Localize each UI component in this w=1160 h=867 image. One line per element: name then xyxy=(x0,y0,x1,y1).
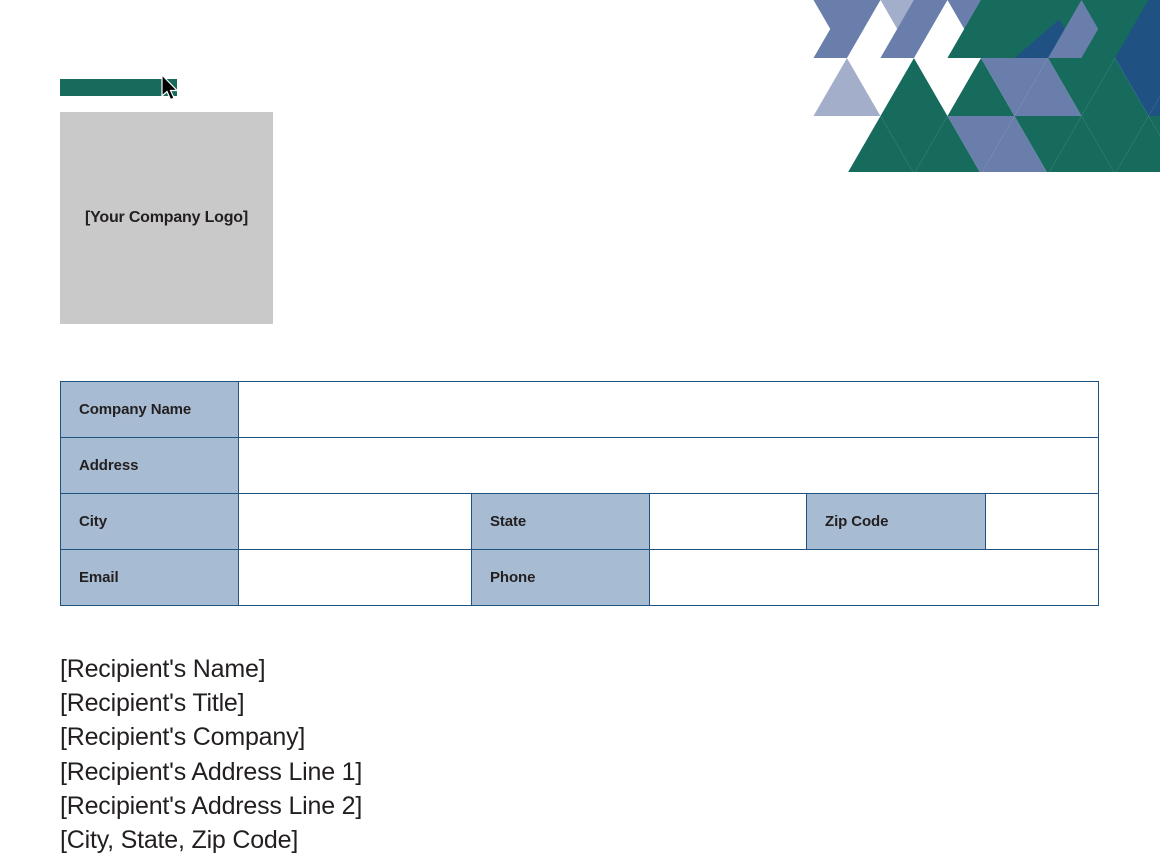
recipient-address-line-2: [Recipient's Address Line 2] xyxy=(60,791,363,820)
recipient-company: [Recipient's Company] xyxy=(60,723,306,752)
table-row: Address xyxy=(60,437,1100,494)
field-input-address[interactable] xyxy=(237,437,1100,494)
field-label-city: City xyxy=(60,493,239,550)
table-row: City State Zip Code xyxy=(60,493,1100,550)
field-input-state[interactable] xyxy=(649,493,807,550)
field-input-email[interactable] xyxy=(238,549,472,606)
table-row: Email Phone xyxy=(60,549,1100,606)
field-label-company-name: Company Name xyxy=(60,381,239,438)
triangle-row-0 xyxy=(846,0,1160,29)
field-label-zip-code: Zip Code xyxy=(806,493,986,550)
recipient-city-state-zip: [City, State, Zip Code] xyxy=(60,826,299,855)
triangle-row-2 xyxy=(813,58,1160,116)
accent-bar xyxy=(60,79,177,96)
company-logo-label: [Your Company Logo] xyxy=(85,209,248,226)
field-input-zip-code[interactable] xyxy=(984,493,1100,550)
company-logo-placeholder[interactable]: [Your Company Logo] xyxy=(60,112,273,324)
triangle-mosaic-decoration xyxy=(760,0,1160,172)
field-input-company-name[interactable] xyxy=(237,381,1100,438)
table-row: Company Name xyxy=(60,381,1100,438)
field-label-address: Address xyxy=(60,437,239,494)
field-label-phone: Phone xyxy=(471,549,650,606)
recipient-title: [Recipient's Title] xyxy=(60,689,245,718)
recipient-address-block[interactable]: [Recipient's Name] [Recipient's Title] [… xyxy=(60,652,362,857)
field-label-email: Email xyxy=(60,549,239,606)
field-label-state: State xyxy=(471,493,650,550)
field-input-phone[interactable] xyxy=(648,549,1100,606)
triangle-row-1 xyxy=(780,0,1160,58)
recipient-name: [Recipient's Name] xyxy=(60,655,266,683)
recipient-address-line-1: [Recipient's Address Line 1] xyxy=(60,757,363,786)
triangle-mosaic-svg xyxy=(780,0,1160,172)
sender-info-table: Company Name Address City State Zip Code… xyxy=(60,381,1100,606)
field-input-city[interactable] xyxy=(238,493,472,550)
triangle-row-3 xyxy=(848,116,1160,172)
